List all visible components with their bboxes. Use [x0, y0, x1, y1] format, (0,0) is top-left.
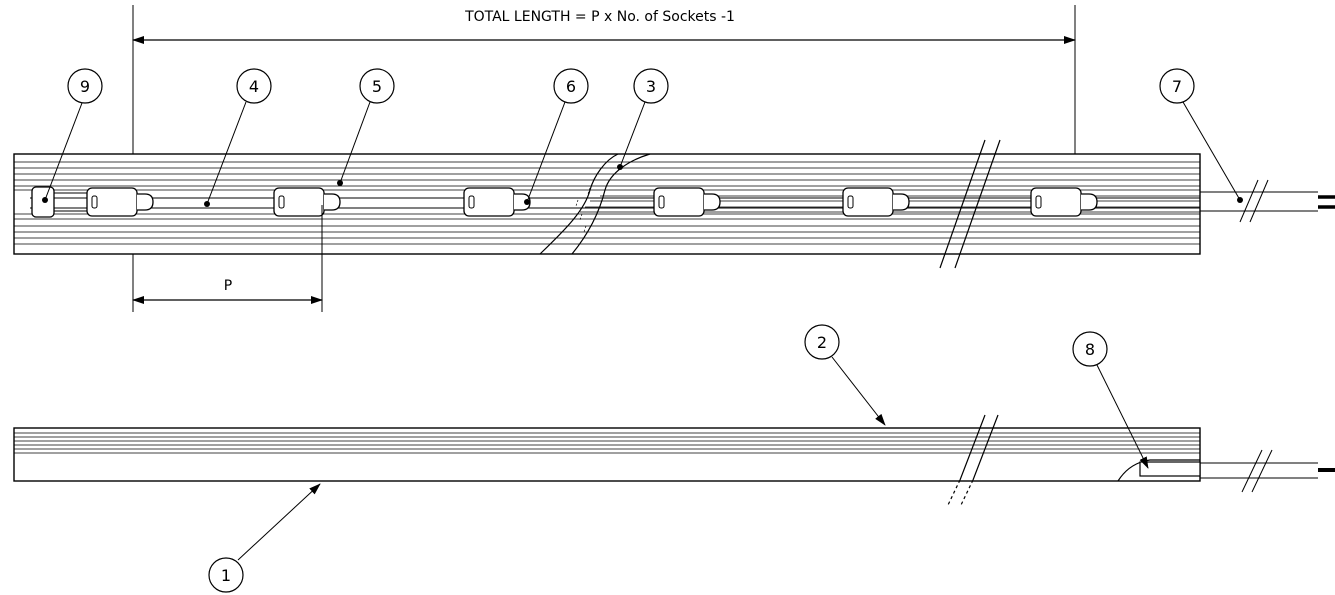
svg-text:7: 7 — [1172, 77, 1182, 96]
svg-text:4: 4 — [249, 77, 259, 96]
balloon-5: 5 — [337, 68, 395, 186]
svg-text:9: 9 — [80, 77, 90, 96]
svg-text:2: 2 — [817, 333, 827, 352]
balloon-6: 6 — [524, 68, 589, 205]
pitch-dimension: P — [132, 205, 323, 312]
balloon-4: 4 — [204, 68, 272, 207]
end-fitting — [1117, 459, 1200, 482]
lead-wire-top — [1200, 179, 1335, 223]
total-length-label: TOTAL LENGTH = P x No. of Sockets -1 — [464, 9, 735, 25]
pitch-label: P — [224, 278, 232, 294]
balloon-9: 9 — [42, 68, 103, 203]
balloon-7: 7 — [1159, 68, 1243, 203]
cutaway-edge — [539, 153, 619, 255]
total-length-dimension: TOTAL LENGTH = P x No. of Sockets -1 — [132, 5, 1076, 312]
svg-text:1: 1 — [221, 566, 231, 585]
break-symbol — [939, 139, 1001, 269]
top-view-strip — [13, 139, 1201, 269]
svg-text:6: 6 — [566, 77, 576, 96]
svg-text:8: 8 — [1085, 340, 1095, 359]
lead-wire-side — [1200, 449, 1335, 493]
side-view-strip — [13, 414, 1201, 506]
svg-text:5: 5 — [372, 77, 382, 96]
svg-text:3: 3 — [646, 77, 656, 96]
balloon-8: 8 — [1072, 331, 1149, 469]
balloon-3: 3 — [617, 68, 669, 170]
balloon-1: 1 — [208, 483, 321, 593]
balloon-2: 2 — [804, 324, 886, 426]
